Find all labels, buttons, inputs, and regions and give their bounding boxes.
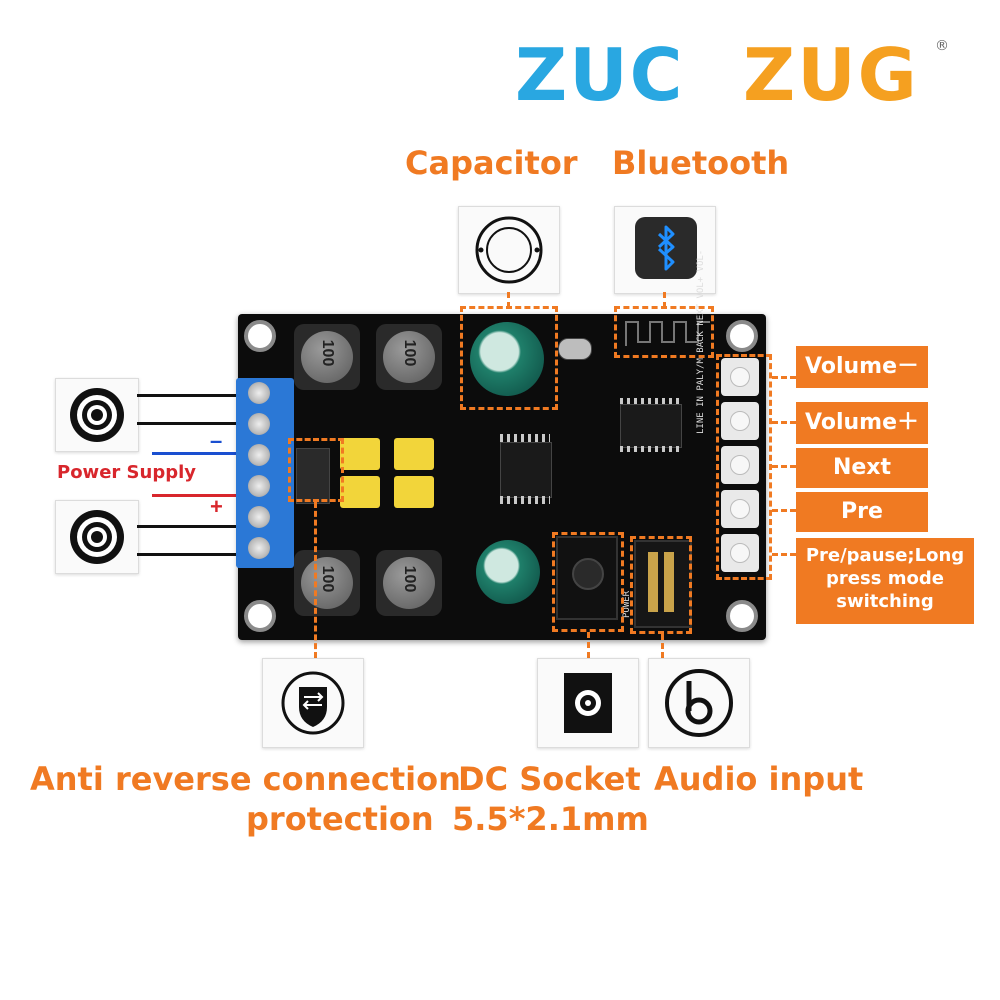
play-pause-label: Pre/pause;Long press mode switching xyxy=(796,538,974,624)
bluetooth-title: Bluetooth xyxy=(612,144,790,182)
volume-down-switch[interactable] xyxy=(721,358,759,396)
anti-reverse-connector xyxy=(314,502,317,658)
film-capacitor xyxy=(340,438,380,470)
mount-hole xyxy=(244,320,276,352)
speaker-icon xyxy=(70,510,124,564)
inductor: 100 xyxy=(294,324,360,390)
capacitor-title: Capacitor xyxy=(405,144,578,182)
dc-socket-title-line2: 5.5*2.1mm xyxy=(452,800,649,838)
dc-socket-connector xyxy=(587,632,590,658)
diode-highlight xyxy=(288,438,344,502)
terminal-screw xyxy=(248,413,270,435)
logo-part-1: ZUC xyxy=(515,33,685,117)
dc-socket-highlight xyxy=(552,532,624,632)
speaker-wire xyxy=(137,525,247,528)
power-wire-positive xyxy=(152,494,247,497)
volume-down-label: Volume－ xyxy=(796,346,928,388)
audio-input-icon-box xyxy=(648,658,750,748)
next-switch[interactable] xyxy=(721,446,759,484)
mount-hole xyxy=(726,320,758,352)
audio-jack-icon xyxy=(665,669,733,737)
electrolytic-capacitor xyxy=(470,322,544,396)
terminal-screw xyxy=(248,506,270,528)
mount-hole xyxy=(244,600,276,632)
chip-pins xyxy=(500,496,550,504)
dc-socket-component xyxy=(556,536,618,620)
shield-icon xyxy=(281,671,345,735)
chip-pins xyxy=(620,398,680,404)
mount-hole xyxy=(726,600,758,632)
volume-up-label: Volume＋ xyxy=(796,402,928,444)
inductor: 100 xyxy=(376,324,442,390)
electrolytic-capacitor xyxy=(476,540,540,604)
brand-logo: ZUC ZUG xyxy=(515,35,955,115)
bluetooth-connector xyxy=(663,292,666,308)
dc-socket-icon-box xyxy=(537,658,639,748)
power-supply-label: Power Supply xyxy=(57,462,196,483)
bluetooth-highlight xyxy=(614,306,714,358)
power-wire-negative xyxy=(152,452,247,455)
label-connector xyxy=(772,376,796,379)
terminal-screw xyxy=(248,475,270,497)
speaker-wire xyxy=(137,394,247,397)
label-connector xyxy=(772,509,796,512)
crystal xyxy=(558,338,592,360)
terminal-screw xyxy=(248,444,270,466)
dc-socket-title-line1: DC Socket xyxy=(458,760,641,798)
film-capacitor xyxy=(394,476,434,508)
plus-sign: + xyxy=(210,494,223,519)
protection-diode xyxy=(296,448,330,504)
anti-reverse-title-line1: Anti reverse connection xyxy=(30,760,461,798)
bluetooth-icon xyxy=(635,217,697,279)
inductor: 100 xyxy=(376,550,442,616)
terminal-screw xyxy=(248,537,270,559)
amplifier-board: 100 100 100 100 LINE IN PALY/M BACK NEXT… xyxy=(238,250,766,640)
chip-pins xyxy=(620,446,680,452)
inductor: 100 xyxy=(294,550,360,616)
chip-pins xyxy=(500,434,550,442)
film-capacitor xyxy=(340,476,380,508)
film-capacitor xyxy=(394,438,434,470)
speaker-wire xyxy=(137,422,247,425)
speaker-icon-box-top xyxy=(55,378,139,452)
logo-part-2: ZUG xyxy=(743,33,919,117)
capacitor-connector xyxy=(507,292,510,308)
dc-socket-icon xyxy=(564,673,612,733)
audio-input-highlight xyxy=(630,536,692,634)
speaker-wire xyxy=(137,553,247,556)
pre-switch[interactable] xyxy=(721,490,759,528)
terminal-screw xyxy=(248,382,270,404)
audio-input-title: Audio input xyxy=(654,760,864,798)
bluetooth-chip xyxy=(620,404,682,448)
speaker-icon xyxy=(70,388,124,442)
anti-reverse-title-line2: protection xyxy=(246,800,434,838)
bluetooth-antenna xyxy=(625,321,710,346)
label-connector xyxy=(772,421,796,424)
capacitor-icon xyxy=(475,216,543,284)
next-label: Next xyxy=(796,448,928,488)
label-connector xyxy=(772,465,796,468)
amplifier-chip xyxy=(500,442,552,498)
pre-label: Pre xyxy=(796,492,928,532)
registered-mark: ® xyxy=(935,38,949,54)
buttons-highlight xyxy=(716,354,772,580)
label-connector xyxy=(772,553,796,556)
audio-input-connector xyxy=(661,634,664,658)
screw-terminal-block xyxy=(236,378,294,568)
capacitor-icon-box xyxy=(458,206,560,294)
play-pause-switch[interactable] xyxy=(721,534,759,572)
audio-jack-component xyxy=(634,540,692,628)
volume-up-switch[interactable] xyxy=(721,402,759,440)
speaker-icon-box-bottom xyxy=(55,500,139,574)
capacitor-highlight xyxy=(460,306,558,410)
minus-sign: – xyxy=(210,428,223,453)
anti-reverse-icon-box xyxy=(262,658,364,748)
